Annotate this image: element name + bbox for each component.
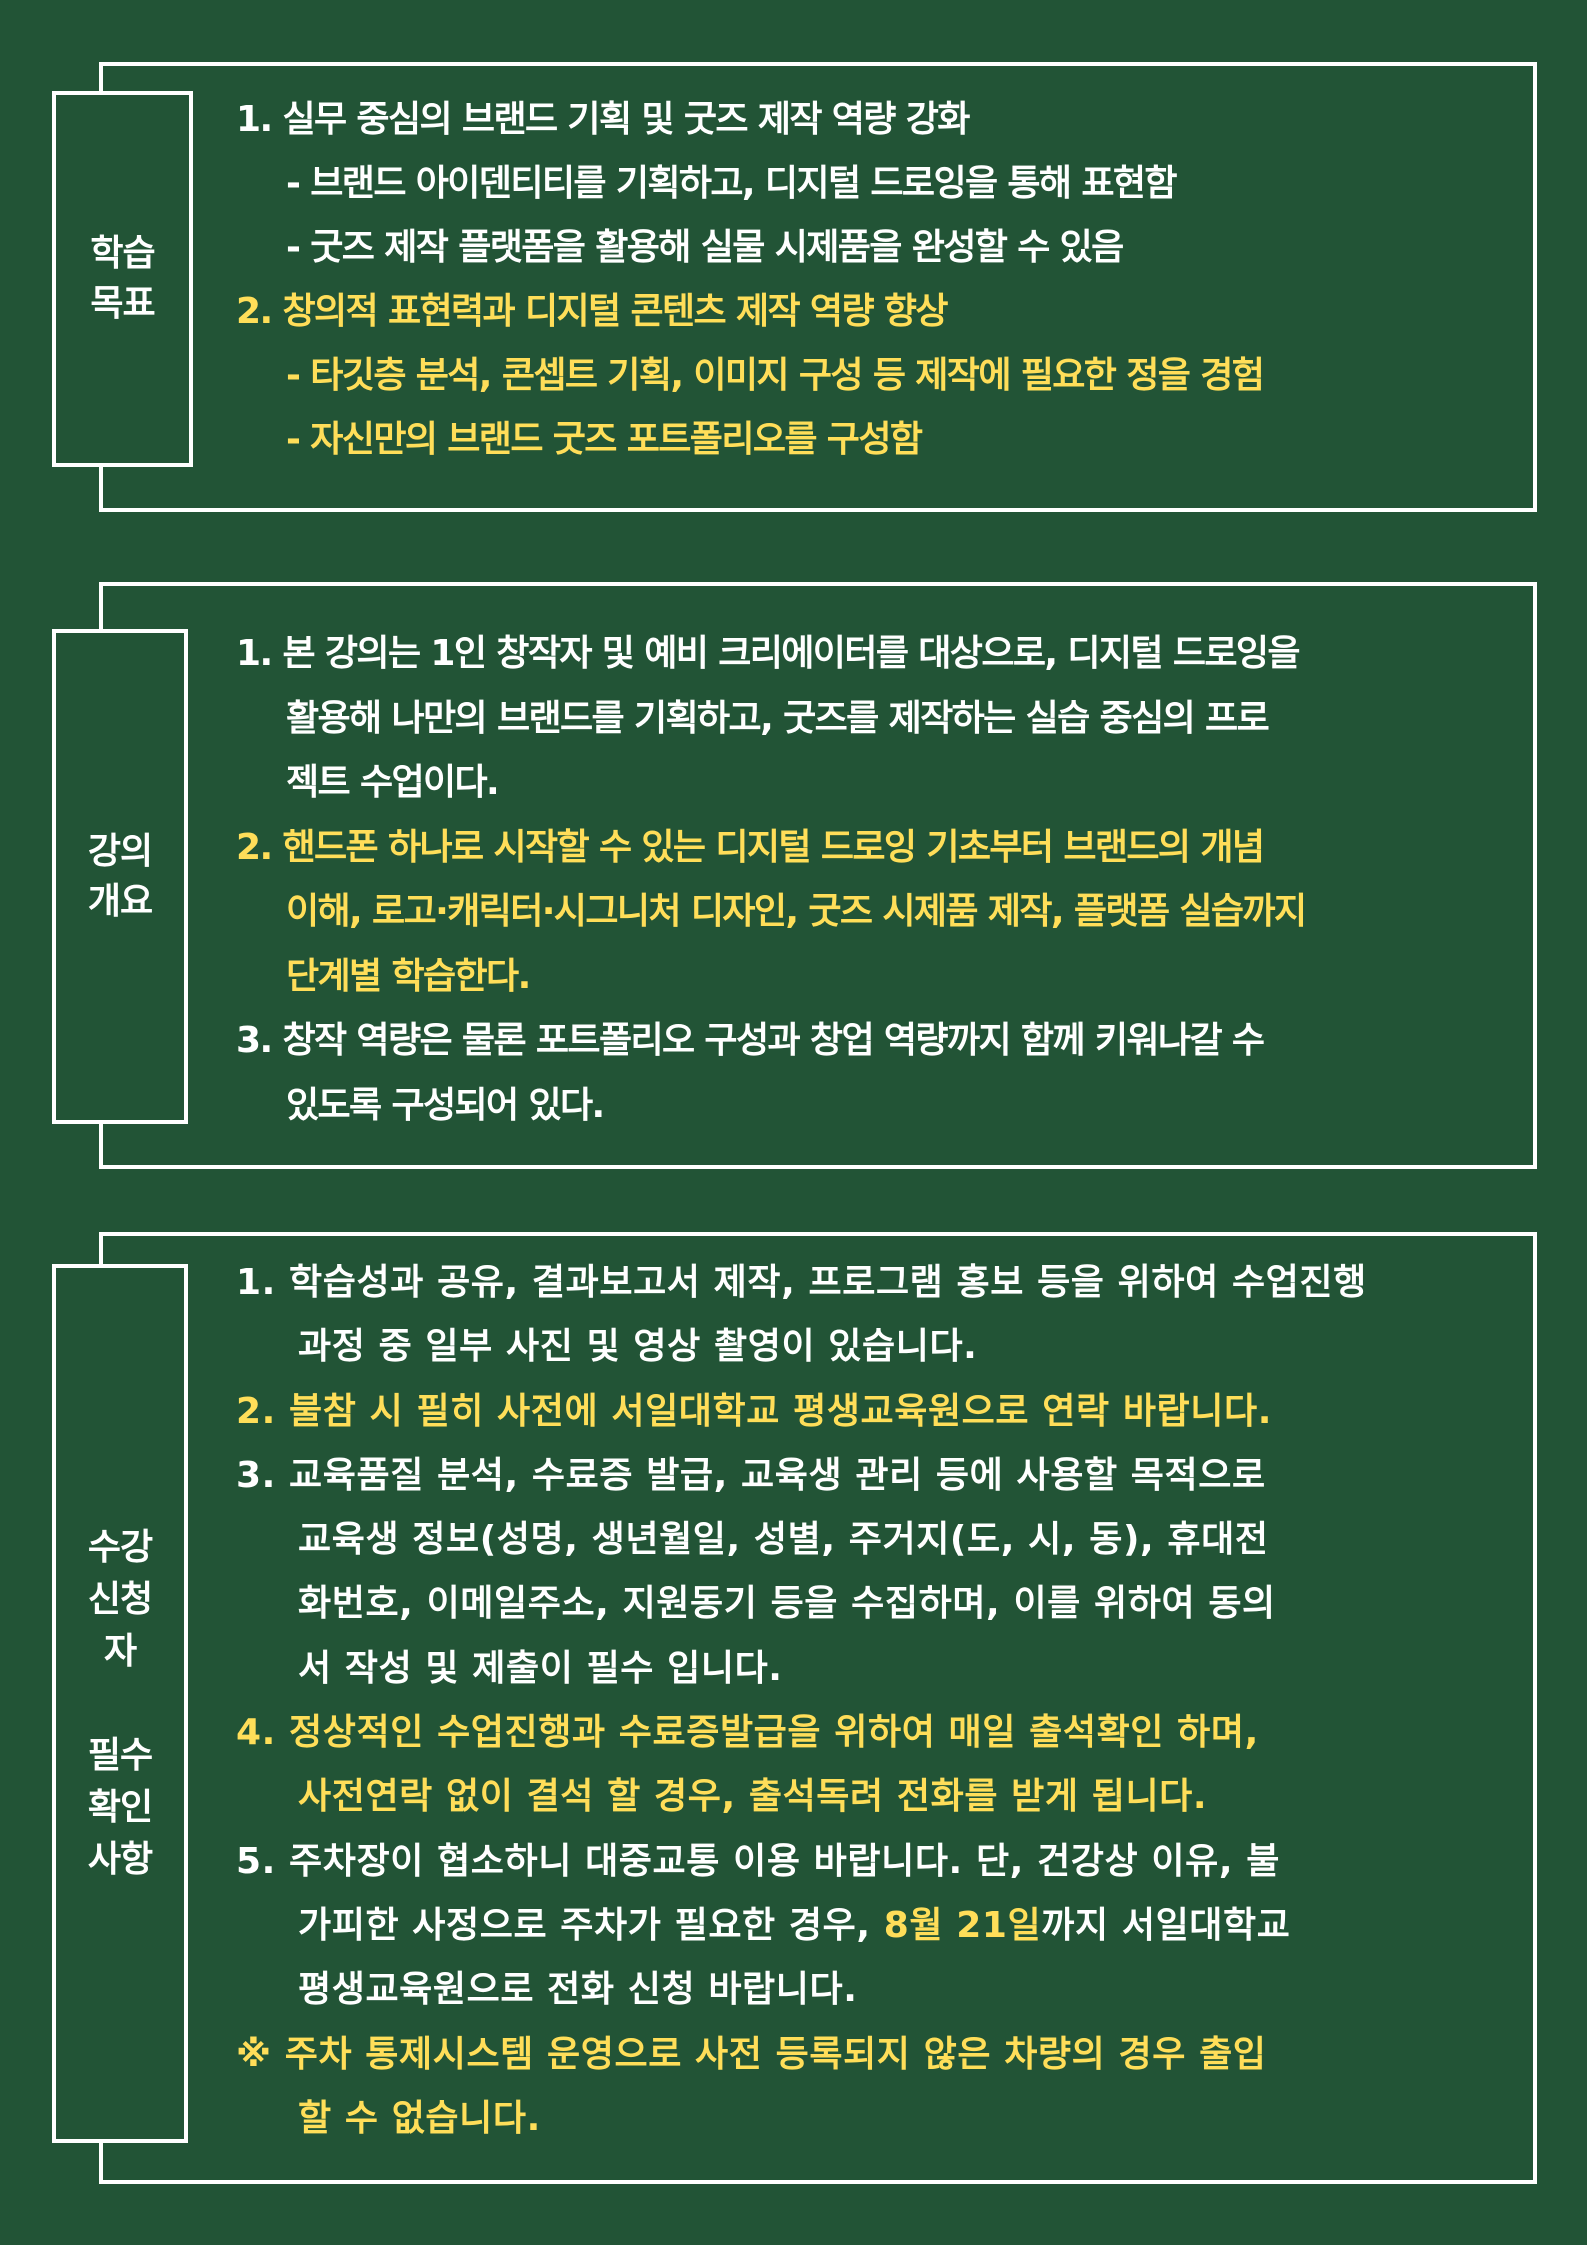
goal-subitem: - 자신만의 브랜드 굿즈 포트폴리오를 구성함 (286, 419, 923, 460)
goal-item: 1. 실무 중심의 브랜드 기획 및 굿즈 제작 역량 강화 (236, 99, 970, 140)
text-after-date: 까지 서일대학교 (1041, 1904, 1291, 1946)
goal-subitem: - 타깃층 분석, 콘셉트 기획, 이미지 구성 등 제작에 필요한 정을 경험 (286, 355, 1265, 396)
parking-notice: ※ 주차 통제시스템 운영으로 사전 등록되지 않은 차량의 경우 출입 (236, 2033, 1267, 2075)
section-content: 1. 본 강의는 1인 창작자 및 예비 크리에이터를 대상으로, 디지털 드로… (236, 622, 1525, 1138)
overview-item: 3. 창작 역량은 물론 포트폴리오 구성과 창업 역량까지 함께 키워나갈 수 (236, 1020, 1265, 1061)
section-label-box: 수강 신청 자 필수 확인 사항 (52, 1264, 188, 2143)
notice-item: 4. 정상적인 수업진행과 수료증발급을 위하여 매일 출석확인 하며, (236, 1712, 1259, 1754)
section-label: 강의 개요 (87, 830, 153, 922)
overview-item-cont: 있도록 구성되어 있다. (286, 1084, 605, 1126)
notice-item: 3. 교육품질 분석, 수료증 발급, 교육생 관리 등에 사용할 목적으로 (236, 1454, 1266, 1496)
overview-item-cont: 이해, 로고·캐릭터·시그니처 디자인, 굿즈 시제품 제작, 플랫폼 실습까지 (286, 891, 1307, 932)
overview-item-cont: 활용해 나만의 브랜드를 기획하고, 굿즈를 제작하는 실습 중심의 프로 (286, 697, 1270, 739)
notice-item: 1. 학습성과 공유, 결과보고서 제작, 프로그램 홍보 등을 위하여 수업진… (236, 1262, 1367, 1303)
goal-subitem: - 브랜드 아이덴티티를 기획하고, 디지털 드로잉을 통해 표현함 (286, 163, 1178, 204)
goal-item: 2. 창의적 표현력과 디지털 콘텐츠 제작 역량 향상 (236, 291, 949, 332)
text-before-date: 가피한 사정으로 주차가 필요한 경우, (298, 1904, 884, 1946)
notice-item-cont: 평생교육원으로 전화 신청 바랍니다. (298, 1969, 858, 2011)
section-label: 학습 목표 (90, 233, 155, 324)
section-label-box: 강의 개요 (52, 629, 188, 1124)
notice-item: 2. 불참 시 필히 사전에 서일대학교 평생교육원으로 연락 바랍니다. (236, 1390, 1272, 1432)
notice-item-cont: 서 작성 및 제출이 필수 입니다. (298, 1647, 783, 1689)
section-content: 1. 학습성과 공유, 결과보고서 제작, 프로그램 홍보 등을 위하여 수업진… (236, 1251, 1525, 2151)
notice-item-cont: 교육생 정보(성명, 생년월일, 성별, 주거지(도, 시, 동), 휴대전 (298, 1519, 1269, 1561)
notice-item-cont: 사전연락 없이 결석 할 경우, 출석독려 전화를 받게 됩니다. (298, 1776, 1208, 1818)
parking-notice-cont: 할 수 없습니다. (298, 2097, 541, 2139)
notice-item-cont: 과정 중 일부 사진 및 영상 촬영이 있습니다. (298, 1326, 978, 1368)
section-content: 1. 실무 중심의 브랜드 기획 및 굿즈 제작 역량 강화 - 브랜드 아이덴… (236, 88, 1525, 472)
overview-item: 2. 핸드폰 하나로 시작할 수 있는 디지털 드로잉 기초부터 브랜드의 개념 (236, 826, 1265, 868)
notice-item-cont: 가피한 사정으로 주차가 필요한 경우, 8월 21일까지 서일대학교 (236, 1894, 1525, 1958)
overview-item-cont: 젝트 수업이다. (286, 762, 500, 803)
deadline-date: 8월 21일 (883, 1904, 1042, 1946)
notice-item-cont: 화번호, 이메일주소, 지원동기 등을 수집하며, 이를 위하여 동의 (298, 1583, 1276, 1625)
goal-subitem: - 굿즈 제작 플랫폼을 활용해 실물 시제품을 완성할 수 있음 (286, 227, 1124, 268)
overview-item-cont: 단계별 학습한다. (286, 955, 531, 997)
section-label: 수강 신청 자 필수 확인 사항 (87, 1526, 153, 1880)
overview-item: 1. 본 강의는 1인 창작자 및 예비 크리에이터를 대상으로, 디지털 드로… (236, 633, 1301, 674)
notice-item: 5. 주차장이 협소하니 대중교통 이용 바랍니다. 단, 건강상 이유, 불 (236, 1840, 1280, 1882)
section-label-box: 학습 목표 (52, 91, 193, 467)
